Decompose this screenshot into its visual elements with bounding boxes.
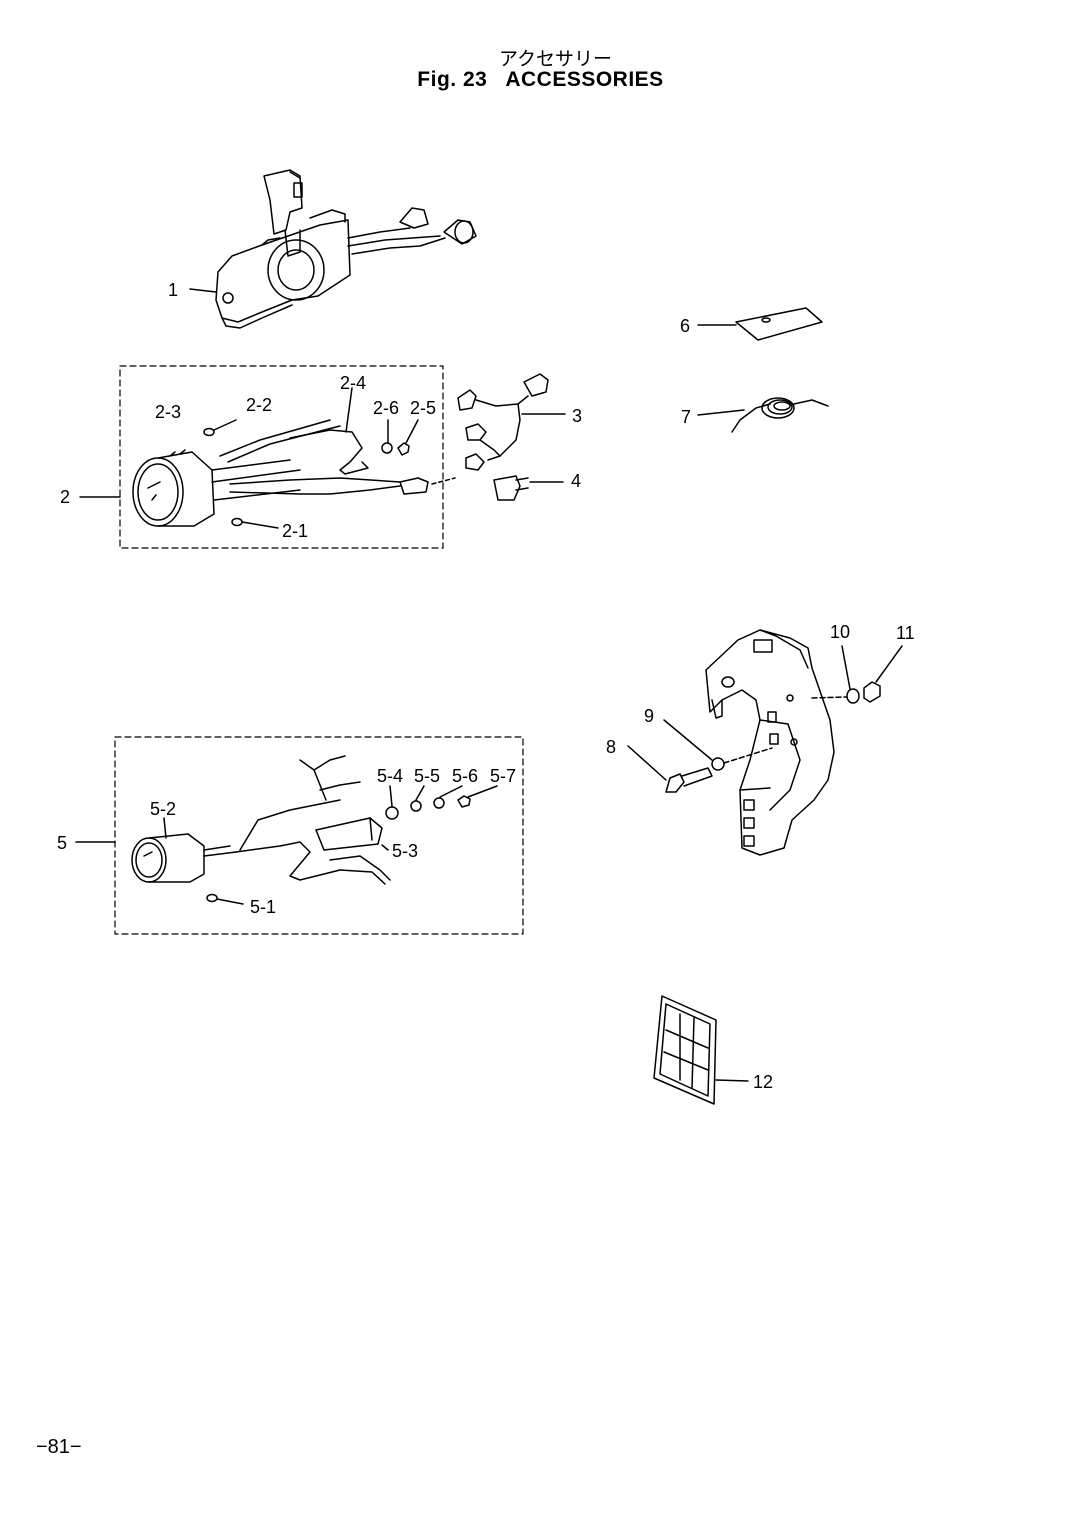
part-1-remote-control-box (189, 169, 477, 329)
figure-title: ACCESSORIES (505, 68, 664, 91)
part-6-label (697, 307, 823, 341)
callout-11: 11 (896, 623, 915, 643)
callout-5-7: 5-7 (490, 766, 516, 786)
part-5-gauge-kit (75, 736, 524, 935)
part-4-fuse (493, 475, 564, 501)
callout-2-2: 2-2 (246, 395, 272, 415)
callout-2-1: 2-1 (282, 521, 308, 541)
callout-5-1: 5-1 (250, 897, 276, 917)
callout-5-5: 5-5 (414, 766, 440, 786)
callout-9: 9 (644, 706, 654, 726)
callout-4: 4 (571, 471, 581, 491)
part-3-wire-harness (457, 373, 566, 471)
part-12-decal (653, 995, 749, 1105)
page-title: Fig. 23 ACCESSORIES (0, 68, 1081, 92)
callout-2-6: 2-6 (373, 398, 399, 418)
part-7-cord (697, 397, 829, 433)
callout-2-3: 2-3 (155, 402, 181, 422)
callout-12: 12 (753, 1072, 773, 1092)
callout-7: 7 (681, 407, 691, 427)
callout-8: 8 (606, 737, 616, 757)
callout-5: 5 (57, 833, 67, 853)
callout-2-5: 2-5 (410, 398, 436, 418)
callout-5-3: 5-3 (392, 841, 418, 861)
callout-6: 6 (680, 316, 690, 336)
page-title-japanese: アクセサリー (498, 48, 613, 70)
callout-3: 3 (572, 406, 582, 426)
callout-5-2: 5-2 (150, 799, 176, 819)
callout-2: 2 (60, 487, 70, 507)
callout-5-4: 5-4 (377, 766, 403, 786)
callout-1: 1 (168, 280, 178, 300)
part-2-tachometer-kit (79, 365, 456, 549)
callout-10: 10 (830, 622, 850, 642)
callout-labels: 1 2 2-1 2-2 2-3 2-4 2-5 2-6 3 4 5 5-1 5-… (57, 280, 915, 1092)
page-number: −81− (36, 1436, 82, 1458)
callout-5-6: 5-6 (452, 766, 478, 786)
bracket-assembly (627, 629, 903, 856)
figure-number: Fig. 23 (417, 68, 488, 91)
callout-2-4: 2-4 (340, 373, 366, 393)
